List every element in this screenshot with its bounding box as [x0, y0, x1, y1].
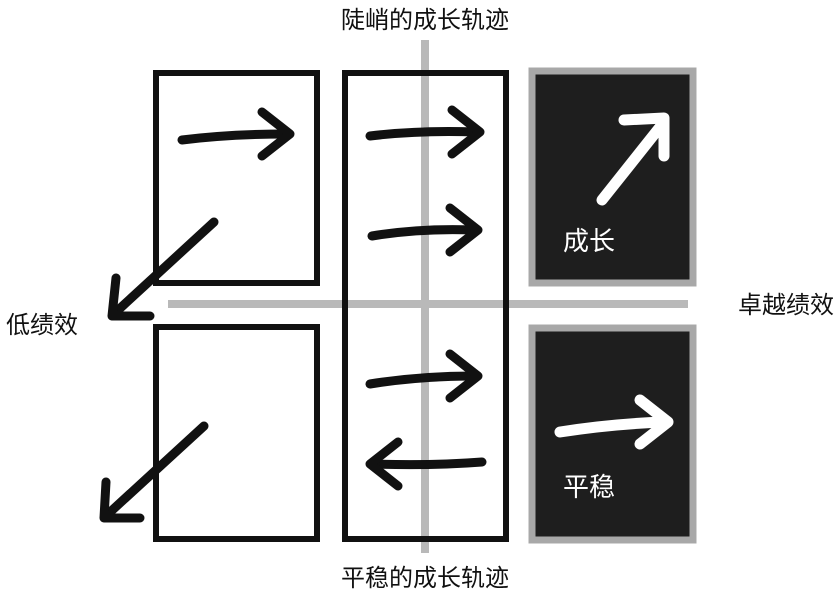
- box-steady-label: 平稳: [563, 473, 615, 503]
- bottom-axis-label: 平稳的成长轨迹: [341, 564, 509, 592]
- arrow-top-left-right: [177, 107, 295, 161]
- box-steady: [528, 324, 697, 544]
- left-axis-label: 低绩效: [6, 311, 78, 339]
- box-growth: [528, 67, 697, 287]
- arrow-top-left-down-left: [107, 217, 219, 321]
- arrow-growth-up-right: [596, 112, 670, 206]
- arrow-middle-3-right: [365, 349, 483, 403]
- box-growth-label: 成长: [563, 227, 615, 257]
- arrow-steady-right: [554, 394, 674, 450]
- box-top-left: [153, 70, 320, 286]
- box-bottom-left: [153, 324, 320, 542]
- box-middle-tall: [342, 70, 509, 542]
- right-axis-label: 卓越绩效: [738, 291, 834, 319]
- top-axis-label: 陡峭的成长轨迹: [341, 6, 509, 34]
- arrow-bottom-left-down-left: [99, 421, 209, 523]
- arrow-middle-1-right: [365, 105, 485, 159]
- arrow-middle-4-left: [365, 437, 487, 491]
- arrow-middle-2-right: [367, 203, 483, 257]
